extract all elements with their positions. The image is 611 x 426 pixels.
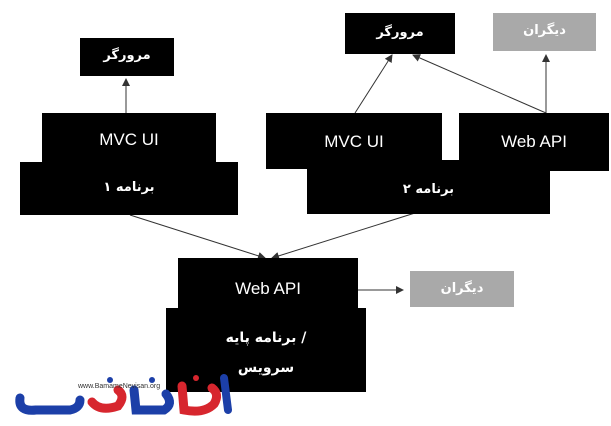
app2-app-label: برنامه ۲ bbox=[402, 182, 455, 197]
app1-mvc-box: MVC UI bbox=[42, 113, 216, 169]
app2-mvc-box: MVC UI bbox=[266, 113, 442, 169]
base-others-label: دیگران bbox=[440, 281, 484, 296]
base-others-box: دیگران bbox=[410, 271, 514, 307]
site-url: www.BamameNevisan.org bbox=[78, 383, 161, 390]
arrow-app2-mvc-to-browser bbox=[354, 54, 393, 114]
base-app-box: برنامه پایه / سرویس bbox=[166, 308, 366, 392]
base-app-label-line2: سرویس bbox=[237, 360, 295, 376]
app1-app-label: برنامه ۱ bbox=[103, 180, 155, 195]
arrow-app2-to-base bbox=[271, 212, 416, 260]
app1-browser-label: مرورگر bbox=[103, 48, 151, 63]
base-webapi-label: Web API bbox=[235, 279, 301, 298]
site-logo bbox=[15, 374, 232, 416]
app2-others-label: دیگران bbox=[523, 23, 566, 38]
app2-webapi-label: Web API bbox=[501, 132, 567, 151]
app2-browser-label: مرورگر bbox=[376, 25, 424, 40]
arrow-app1-to-base bbox=[129, 214, 266, 260]
app1-app-box: برنامه ۱ bbox=[20, 162, 238, 215]
app2-others-box: دیگران bbox=[493, 13, 596, 51]
app2-browser-box: مرورگر bbox=[345, 13, 455, 54]
arrow-app2-webapi-to-browser bbox=[412, 54, 547, 114]
app1-browser-box: مرورگر bbox=[80, 38, 174, 76]
app1-mvc-label: MVC UI bbox=[99, 130, 159, 149]
base-webapi-box: Web API bbox=[178, 258, 358, 316]
app2-webapi-box: Web API bbox=[459, 113, 609, 171]
base-app-label-line1: برنامه پایه / bbox=[225, 330, 307, 346]
app2-mvc-label: MVC UI bbox=[324, 132, 384, 151]
